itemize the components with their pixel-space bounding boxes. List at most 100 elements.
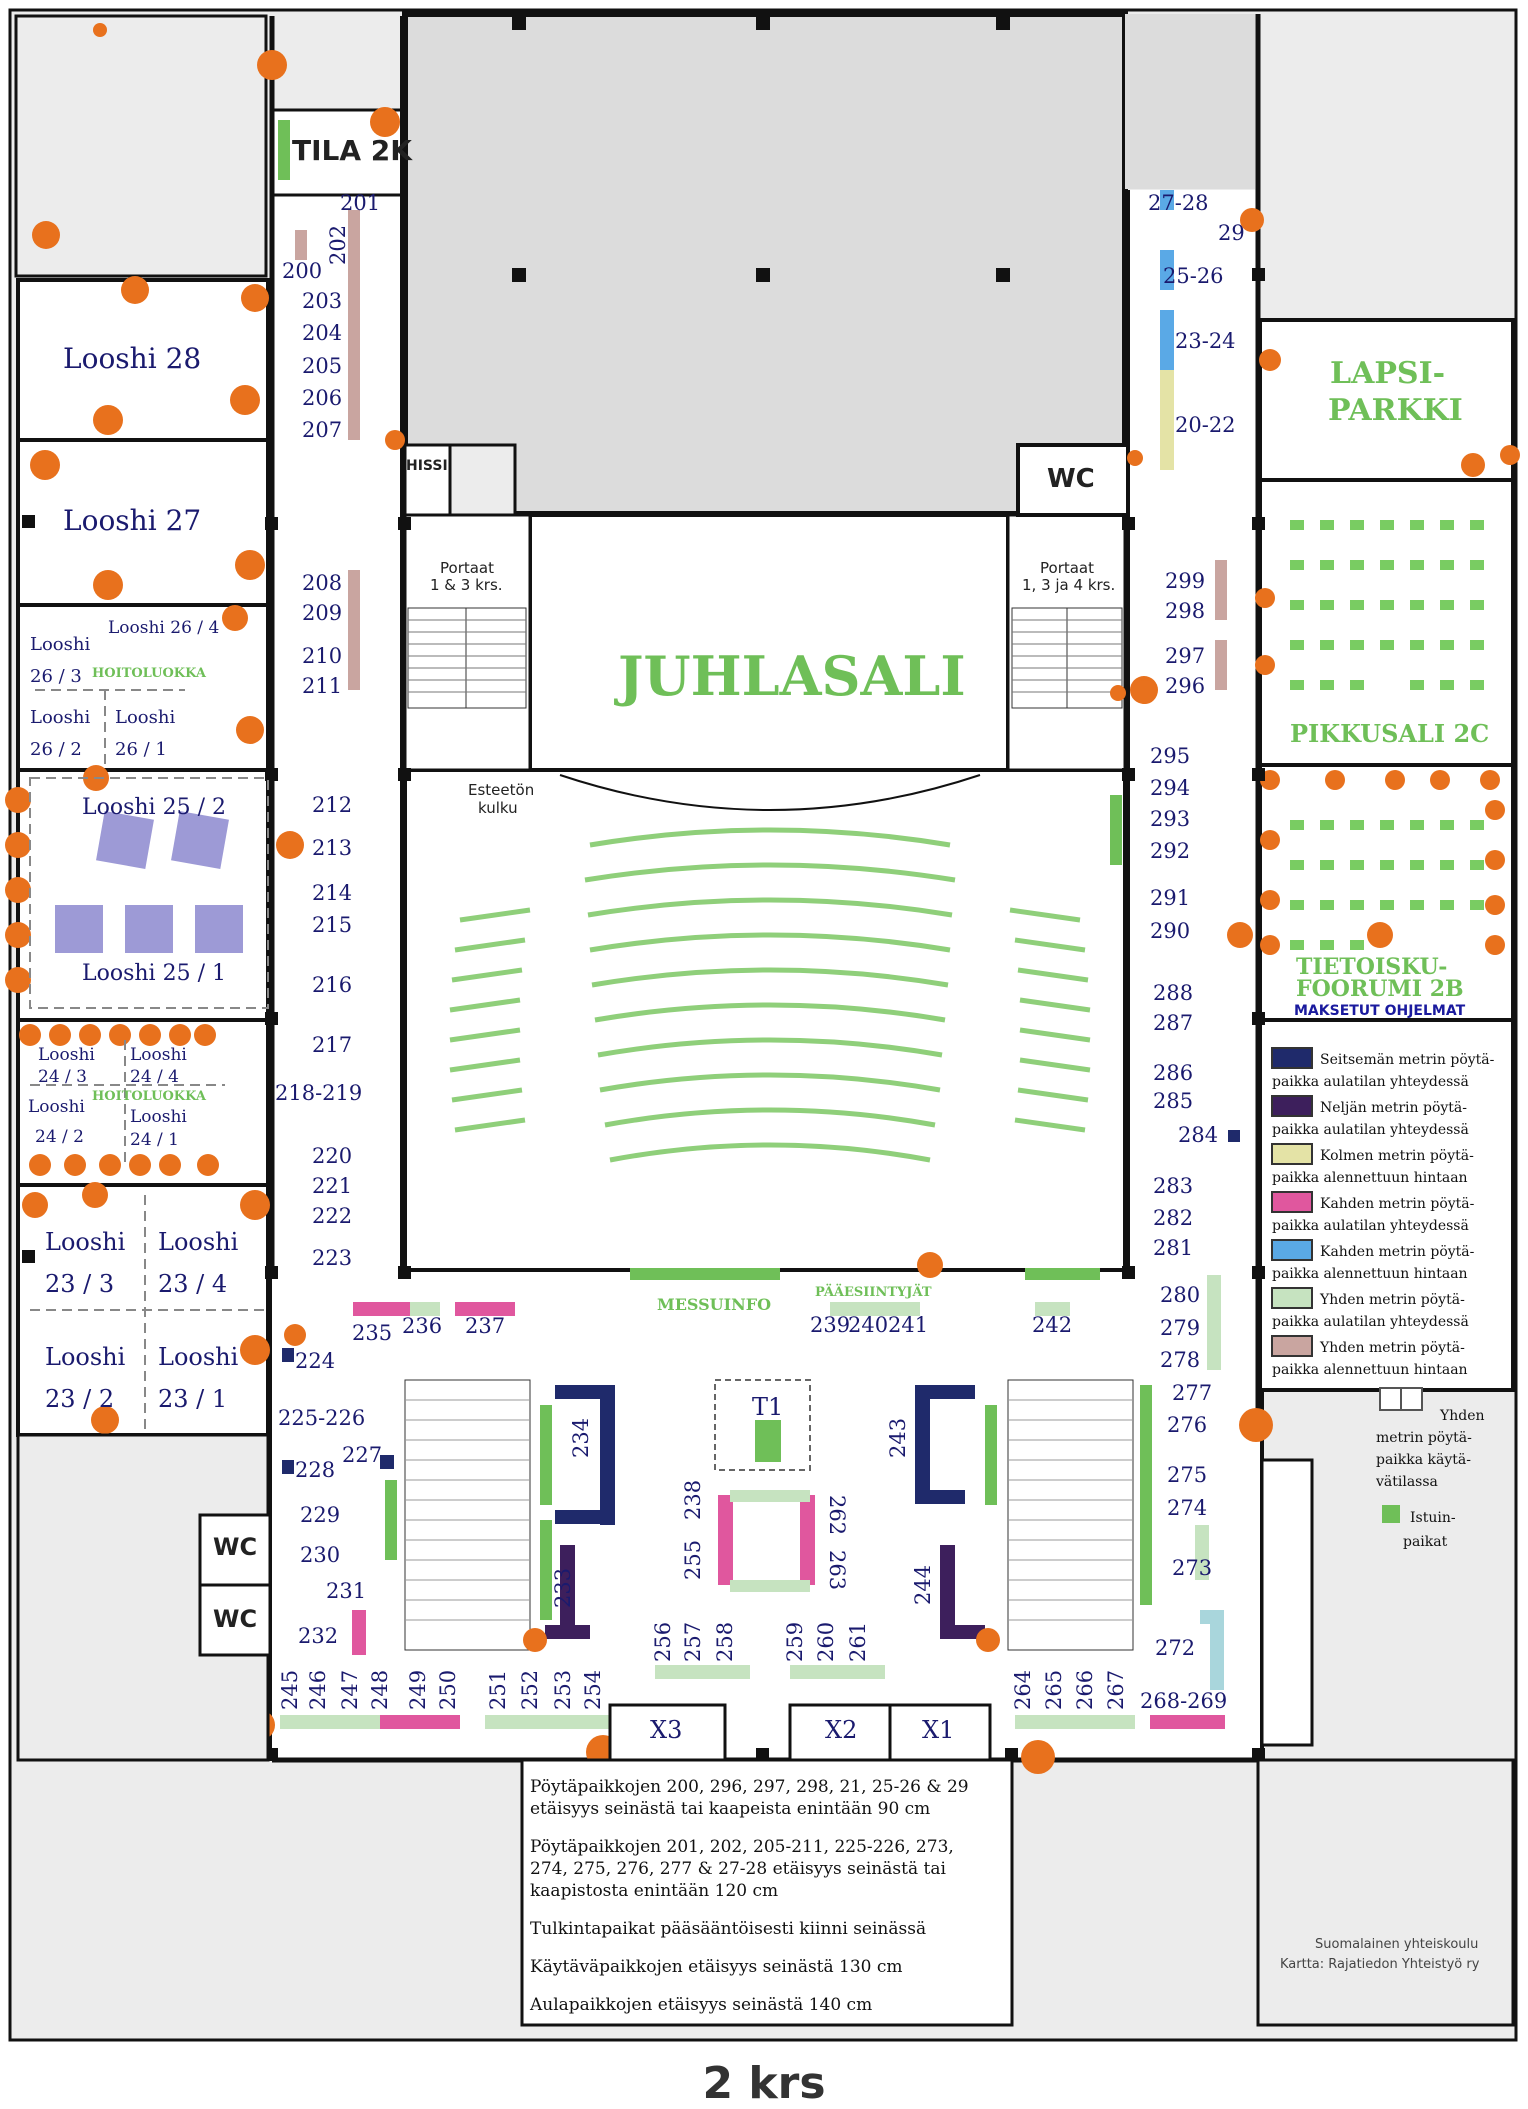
stand-267: 267 <box>1104 1670 1128 1710</box>
looshi-24-1-label-a: Looshi <box>130 1107 187 1127</box>
lobby-stair-left <box>404 1379 531 1651</box>
portaat-left-1: Portaat <box>440 559 494 577</box>
wc-top-label: WC <box>1047 464 1095 494</box>
tila-2k-label: TILA 2K <box>292 134 413 167</box>
stand-214: 214 <box>312 881 352 905</box>
tietoisku-label-1: TIETOISKU- <box>1296 954 1447 980</box>
stand-284: 284 <box>1178 1123 1218 1147</box>
lobby-stair-right <box>1007 1379 1134 1651</box>
looshi-23-3-label-b: 23 / 3 <box>45 1270 114 1298</box>
legend-label-line-2: paikka alennettuun hintaan <box>1272 1170 1468 1186</box>
room-looshi-28 <box>16 278 270 442</box>
floor-title: 2 krs <box>702 2058 826 2109</box>
stand-261: 261 <box>846 1622 870 1662</box>
note-line: Aulapaikkojen etäisyys seinästä 140 cm <box>529 1995 872 2015</box>
stand-223: 223 <box>312 1246 352 1270</box>
stand-265: 265 <box>1042 1670 1066 1710</box>
stand-295: 295 <box>1150 744 1190 768</box>
stand-203: 203 <box>302 289 342 313</box>
seat-clusters <box>1290 520 1484 950</box>
note-line: Käytäväpaikkojen etäisyys seinästä 130 c… <box>530 1957 903 1977</box>
looshi-26-2-label-b: 26 / 2 <box>30 739 82 760</box>
stand-256: 256 <box>651 1622 675 1662</box>
looshi-26-2-label-a: Looshi <box>30 707 90 728</box>
looshi-26-4-label: Looshi 26 / 4 <box>108 618 219 638</box>
legend-label-line-1: Kahden metrin pöytä- <box>1320 1244 1475 1260</box>
right-corridor <box>1130 190 1260 1270</box>
stand-247: 247 <box>338 1670 362 1710</box>
legend-swatch <box>1271 1095 1313 1117</box>
legend-label-line-2: paikka aulatilan yhteydessä <box>1272 1314 1469 1330</box>
stand-228: 228 <box>295 1458 335 1482</box>
stand-260: 260 <box>814 1622 838 1662</box>
stand-297: 297 <box>1165 644 1205 668</box>
stand-218: 218-219 <box>275 1081 362 1105</box>
stand-282: 282 <box>1153 1206 1193 1230</box>
stand-252: 252 <box>518 1670 542 1710</box>
stand-298: 298 <box>1165 599 1205 623</box>
stand-264: 264 <box>1011 1670 1035 1710</box>
legend-label-line-1: Yhden metrin pöytä- <box>1319 1340 1465 1356</box>
stand-213: 213 <box>312 836 352 860</box>
booths <box>278 120 1240 1729</box>
stand-212: 212 <box>312 793 352 817</box>
legend-label-line-1: Yhden metrin pöytä- <box>1319 1292 1465 1308</box>
esteeton-1: Esteetön <box>468 781 534 799</box>
portaat-left-2: 1 & 3 krs. <box>430 576 503 594</box>
lapsiparkki-label-1: LAPSI- <box>1330 356 1445 391</box>
note-line: Pöytäpaikkojen 200, 296, 297, 298, 21, 2… <box>530 1777 969 1797</box>
stand-236: 236 <box>402 1314 442 1338</box>
paaesiintyjat-label: PÄÄESIINTYJÄT <box>815 1284 932 1300</box>
stand-216: 216 <box>312 973 352 997</box>
hoitoluokka-1: HOITOLUOKKA <box>92 666 207 681</box>
stand-204: 204 <box>302 321 342 345</box>
stand-208: 208 <box>302 571 342 595</box>
stand-23-24: 23-24 <box>1175 329 1236 353</box>
looshi-23-2-label-b: 23 / 2 <box>45 1385 114 1413</box>
x1-label: X1 <box>922 1716 954 1744</box>
credit-line-2: Kartta: Rajatiedon Yhteistyö ry <box>1280 1957 1480 1972</box>
stand-240: 240 <box>848 1313 888 1337</box>
legend-kaytava-1: Yhden <box>1439 1408 1485 1424</box>
stand-286: 286 <box>1153 1061 1193 1085</box>
auditorium-seats <box>449 827 1091 1163</box>
stand-262: 262 <box>825 1495 849 1535</box>
legend-label-line-2: paikka aulatilan yhteydessä <box>1272 1122 1469 1138</box>
stand-206: 206 <box>302 386 342 410</box>
stand-275: 275 <box>1167 1463 1207 1487</box>
stand-20-22: 20-22 <box>1175 413 1236 437</box>
legend-label-line-2: paikka alennettuun hintaan <box>1272 1362 1468 1378</box>
looshi-26-3-label-a: Looshi <box>30 634 90 655</box>
juhlasali-label: JUHLASALI <box>614 644 966 708</box>
legend-label-line-2: paikka aulatilan yhteydessä <box>1272 1074 1469 1090</box>
looshi-23-1-label-b: 23 / 1 <box>158 1385 227 1413</box>
x2-label: X2 <box>825 1716 857 1744</box>
hissi-label: HISSI <box>406 458 448 474</box>
stand-283: 283 <box>1153 1174 1193 1198</box>
pikkusali-label: PIKKUSALI 2C <box>1290 719 1489 748</box>
looshi-24-3-label-b: 24 / 3 <box>38 1067 87 1087</box>
esteeton-2: kulku <box>478 799 518 817</box>
legend-kaytava-3: paikka käytä- <box>1376 1452 1471 1468</box>
stand-242: 242 <box>1032 1313 1072 1337</box>
stand-202: 202 <box>326 225 350 265</box>
looshi-24-2-label-a: Looshi <box>28 1097 85 1117</box>
looshi-27-label: Looshi 27 <box>63 504 201 537</box>
messuinfo-label: MESSUINFO <box>657 1295 771 1314</box>
note-line: kaapistosta enintään 120 cm <box>530 1881 778 1901</box>
stand-258: 258 <box>713 1622 737 1662</box>
power-outlets <box>5 23 1520 1774</box>
stand-233: 233 <box>551 1568 575 1608</box>
stand-241: 241 <box>888 1313 928 1337</box>
stand-211: 211 <box>302 674 342 698</box>
stand-276: 276 <box>1167 1413 1207 1437</box>
looshi-24-2-label-b: 24 / 2 <box>35 1127 84 1147</box>
stand-239: 239 <box>810 1313 850 1337</box>
stand-250: 250 <box>436 1670 460 1710</box>
looshi-24-4-label-b: 24 / 4 <box>130 1067 179 1087</box>
legend-label-line-1: Kolmen metrin pöytä- <box>1320 1148 1474 1164</box>
stand-254: 254 <box>581 1670 605 1710</box>
legend-kaytava-2: metrin pöytä- <box>1376 1430 1472 1446</box>
legend-swatch <box>1271 1143 1313 1165</box>
legend-swatch <box>1271 1287 1313 1309</box>
